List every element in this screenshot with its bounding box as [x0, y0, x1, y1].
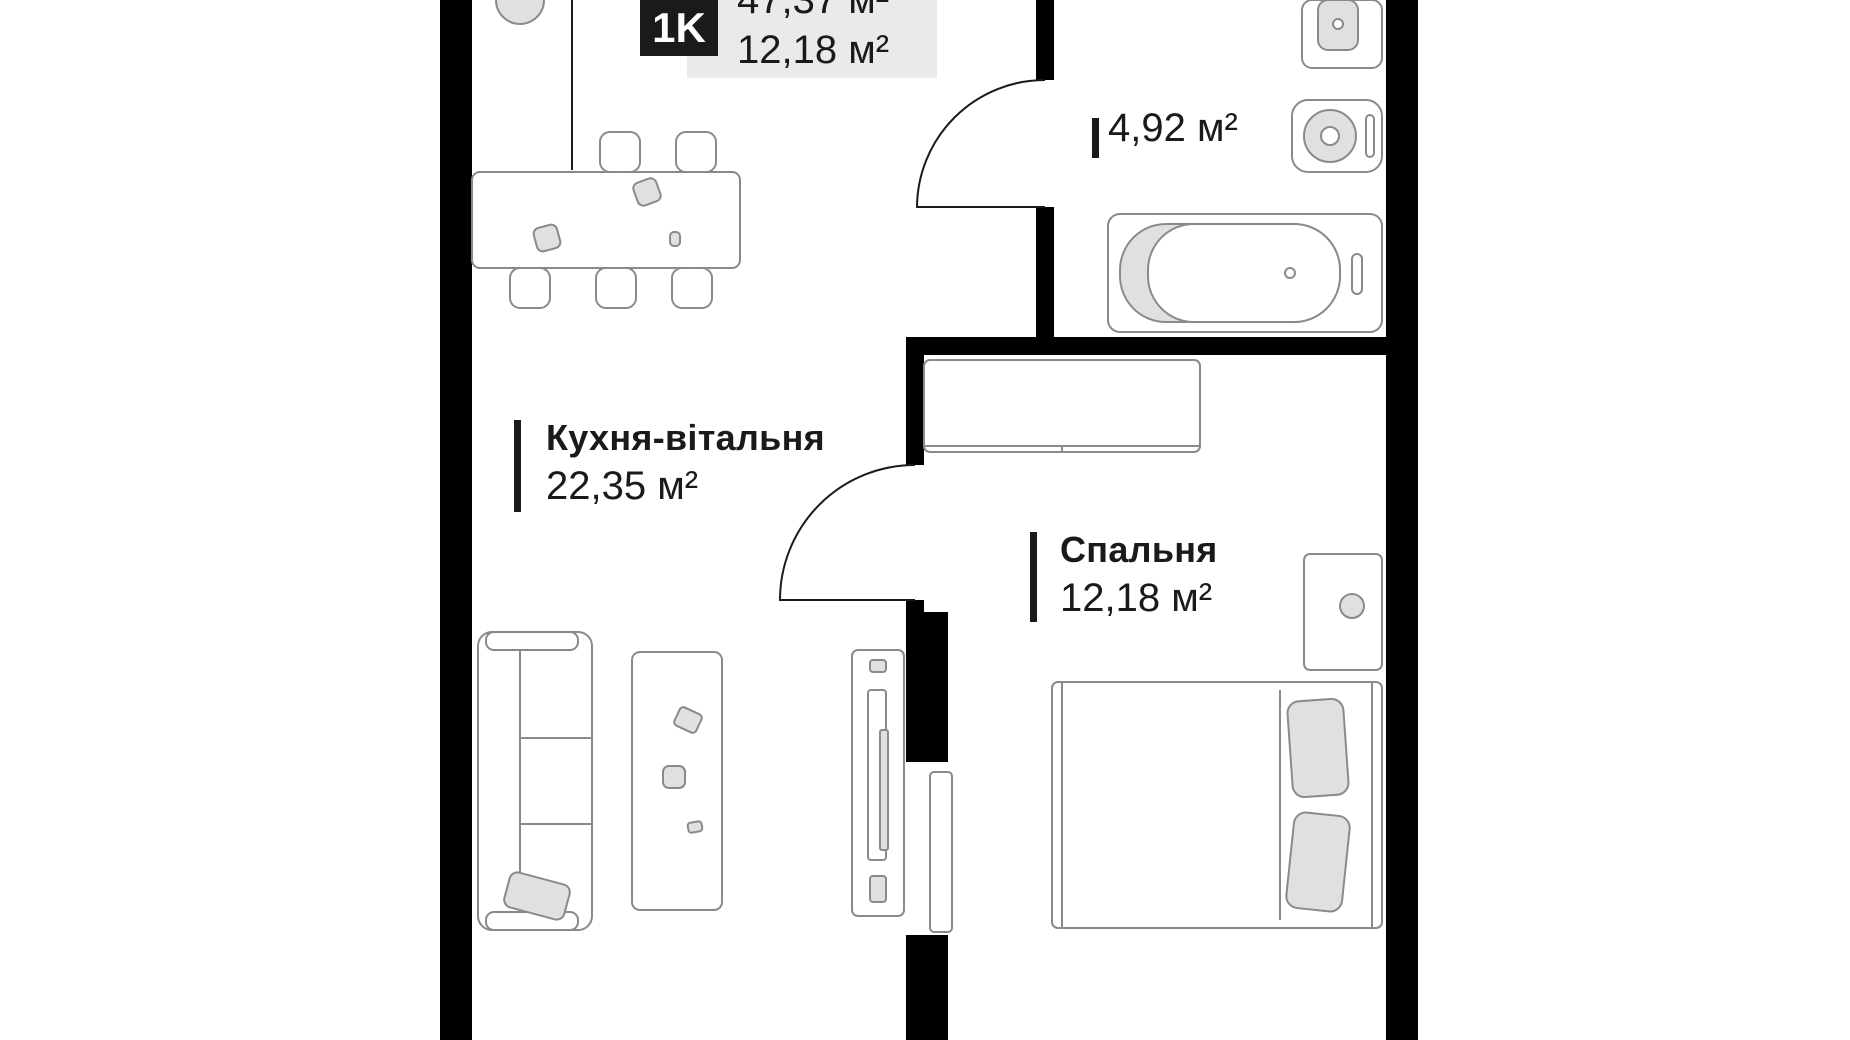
bath-wall-left-lower [1036, 207, 1054, 347]
wardrobe [923, 359, 1201, 453]
bedroom-wall-top [906, 337, 1386, 355]
bathroom-area: 4,92 м² [1108, 106, 1238, 150]
outer-wall-right [1386, 0, 1418, 1040]
kitchen-living-label: Кухня-вітальня 22,35 м² [546, 417, 825, 508]
dining-table [471, 171, 741, 269]
bedroom-door-swing [778, 464, 916, 601]
kitchen-living-name: Кухня-вітальня [546, 417, 825, 458]
double-bed [1051, 681, 1383, 929]
total-area: 47,37 м² [737, 0, 890, 22]
bath-wall-left-upper [1036, 0, 1054, 80]
door-swings [571, 0, 1046, 601]
bedroom-name: Спальня [1060, 529, 1218, 570]
apartment-type-badge: 1K [640, 0, 718, 56]
bedroom-area: 12,18 м² [1060, 576, 1213, 620]
outer-wall-left [440, 0, 472, 1040]
chair-bottom-3 [671, 267, 713, 309]
dining-set [471, 0, 741, 309]
chair-bottom-1 [509, 267, 551, 309]
kitchen-label-bar [514, 420, 521, 512]
bathroom-fixtures [1107, 0, 1383, 333]
tv-stand [851, 649, 953, 933]
chair-top-2 [675, 131, 717, 173]
kitchen-living-area: 22,35 м² [546, 464, 699, 508]
bedroom-wall-left-upper [906, 337, 924, 465]
chair-bottom-2 [595, 267, 637, 309]
bedroom-label-bar [1030, 532, 1037, 622]
living-area: 12,18 м² [737, 28, 890, 72]
bedroom-wall-bottom-seg [906, 935, 948, 1040]
chair-top-1 [599, 131, 641, 173]
bedroom-wall-pier [918, 612, 948, 762]
nightstand [1303, 553, 1383, 671]
walls [440, 0, 1418, 1040]
bedroom-label: Спальня 12,18 м² [1060, 529, 1218, 620]
apartment-summary: 47,37 м² 12,18 м² [687, 0, 937, 78]
sofa [477, 631, 593, 931]
coffee-table [631, 651, 723, 911]
bathroom-label-bar [1092, 118, 1099, 158]
bath-door-swing [915, 79, 1046, 208]
